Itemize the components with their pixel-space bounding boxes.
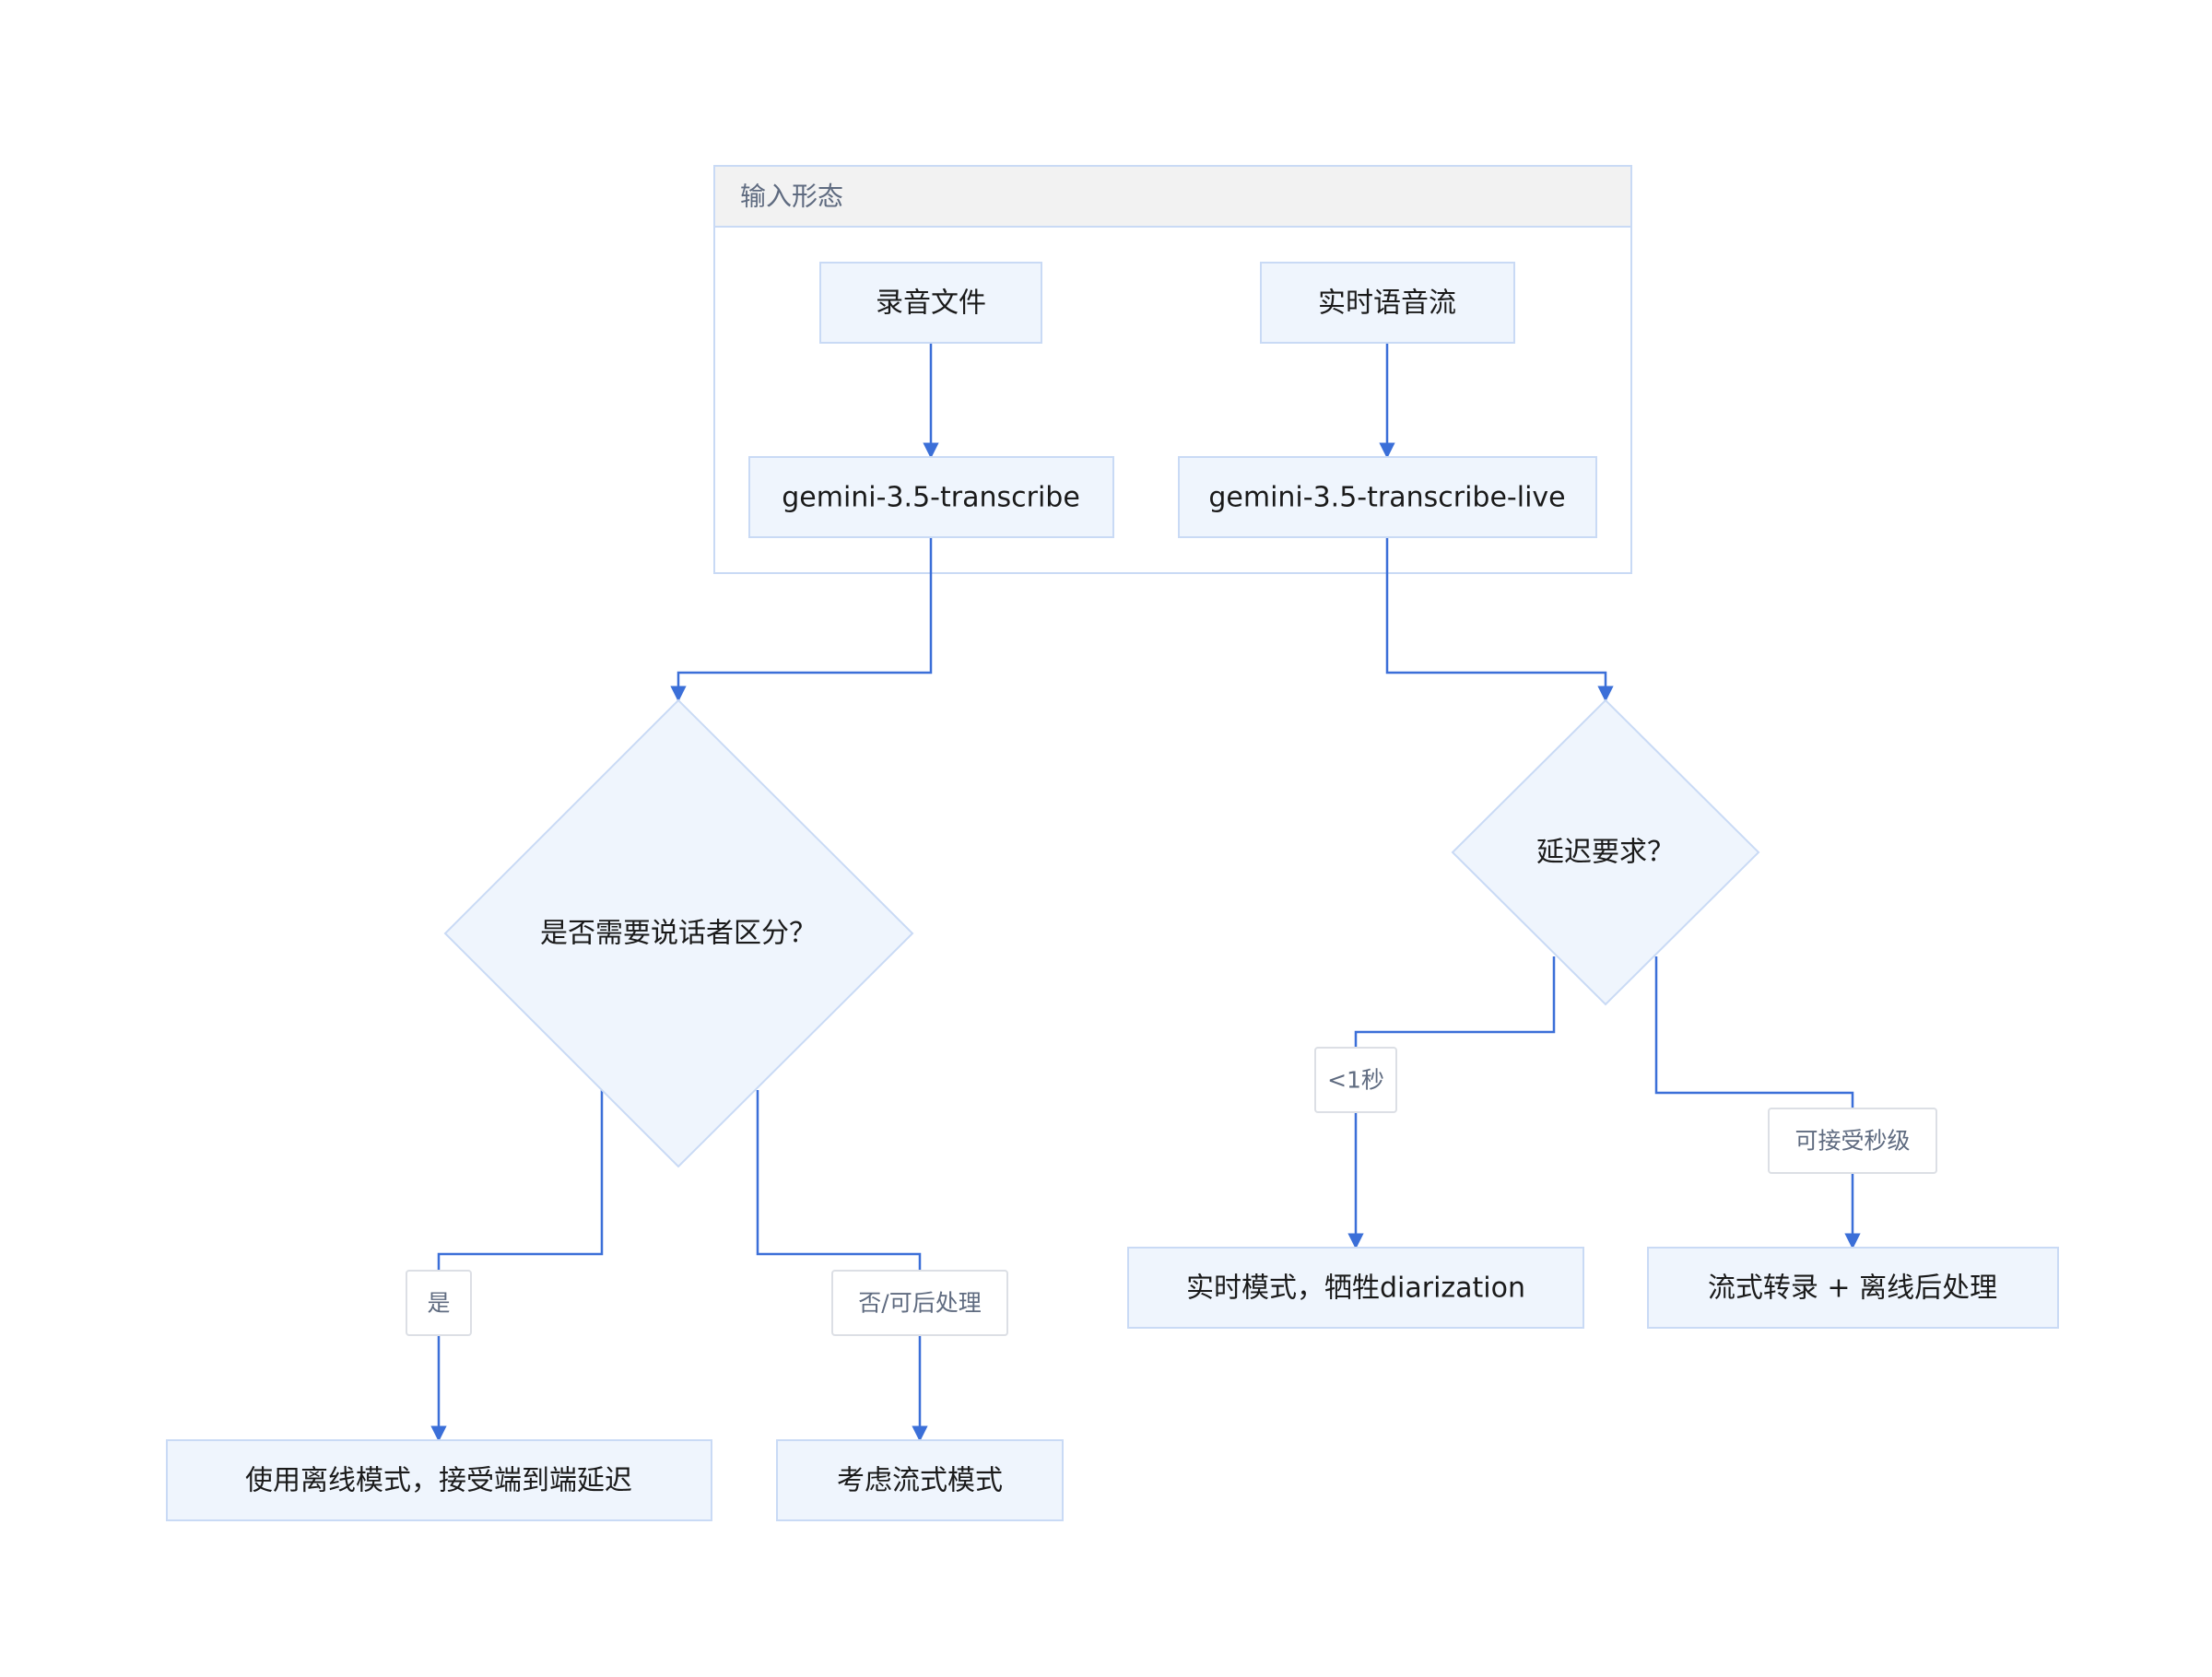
node-model-live-label: gemini-3.5-transcribe-live [1208, 482, 1565, 514]
edge-label-seconds-ok-text: 可接受秒级 [1794, 1128, 1910, 1155]
result-hybrid-label: 流式转录 + 离线后处理 [1708, 1272, 1997, 1305]
result-streaming-label: 考虑流式模式 [837, 1465, 1003, 1497]
result-offline: 使用离线模式，接受端到端延迟 [166, 1439, 712, 1521]
result-realtime-label: 实时模式，牺牲diarization [1186, 1272, 1525, 1305]
node-model-offline: gemini-3.5-transcribe [748, 456, 1114, 538]
edge-label-no: 否/可后处理 [831, 1270, 1008, 1336]
edge-label-under-1s: <1秒 [1314, 1047, 1397, 1113]
decision-diarization: 是否需要说话者区分？ [443, 698, 914, 1168]
decision-diarization-label: 是否需要说话者区分？ [540, 918, 817, 950]
node-live-stream: 实时语音流 [1260, 262, 1515, 344]
result-offline-label: 使用离线模式，接受端到端延迟 [245, 1465, 632, 1497]
edge-label-yes: 是 [406, 1270, 472, 1336]
result-hybrid: 流式转录 + 离线后处理 [1647, 1247, 2059, 1329]
node-recording-file-label: 录音文件 [876, 287, 986, 320]
node-model-live: gemini-3.5-transcribe-live [1178, 456, 1597, 538]
edge-label-no-text: 否/可后处理 [858, 1290, 981, 1317]
decision-latency-label: 延迟要求？ [1536, 837, 1675, 869]
node-recording-file: 录音文件 [819, 262, 1042, 344]
node-model-offline-label: gemini-3.5-transcribe [782, 482, 1080, 514]
edges [430, 343, 1861, 1442]
edge-diarization-yes [430, 1090, 604, 1442]
edge-diarization-no [756, 1090, 928, 1442]
edge-label-yes-text: 是 [427, 1290, 450, 1317]
edge-model-live-to-latency-decision [1385, 537, 1614, 702]
input-form-group-title: 输入形态 [740, 182, 843, 212]
node-live-stream-label: 实时语音流 [1318, 287, 1456, 320]
result-realtime: 实时模式，牺牲diarization [1127, 1247, 1584, 1329]
edge-latency-seconds-ok [1654, 956, 1861, 1249]
result-streaming: 考虑流式模式 [776, 1439, 1064, 1521]
decision-latency: 延迟要求？ [1451, 698, 1760, 1006]
edge-label-seconds-ok: 可接受秒级 [1768, 1108, 1937, 1174]
edge-label-under-1s-text: <1秒 [1327, 1067, 1384, 1094]
edge-latency-under-1s [1347, 956, 1556, 1249]
edge-model-to-diarization-decision [670, 537, 933, 702]
